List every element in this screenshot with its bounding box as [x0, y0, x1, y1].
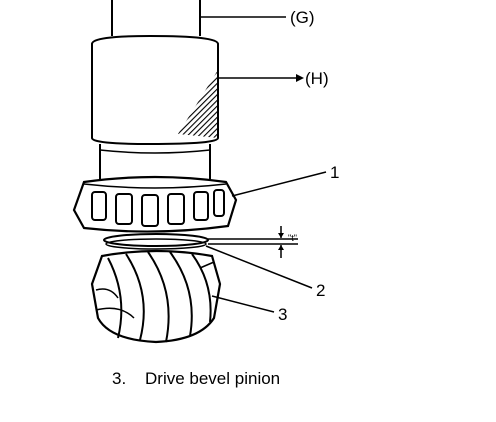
gap-dimension: "t" — [208, 226, 298, 258]
leader-lines — [200, 16, 327, 313]
caption-number: 3. — [112, 369, 126, 388]
caption: 3. Drive bevel pinion — [112, 369, 280, 388]
drive-bevel-pinion — [90, 249, 222, 344]
label-tool-h: (H) — [305, 69, 329, 88]
label-part-3: 3 — [278, 305, 287, 324]
gap-note: "t" — [288, 233, 297, 243]
label-part-1: 1 — [330, 163, 339, 182]
tool-shaft-g — [111, 0, 201, 36]
tool-body-h — [91, 34, 219, 146]
bearing — [72, 175, 238, 233]
label-part-2: 2 — [316, 281, 325, 300]
shim — [103, 233, 209, 250]
label-tool-g: (G) — [290, 8, 315, 27]
tool-neck — [99, 144, 211, 182]
caption-text: Drive bevel pinion — [145, 369, 280, 388]
